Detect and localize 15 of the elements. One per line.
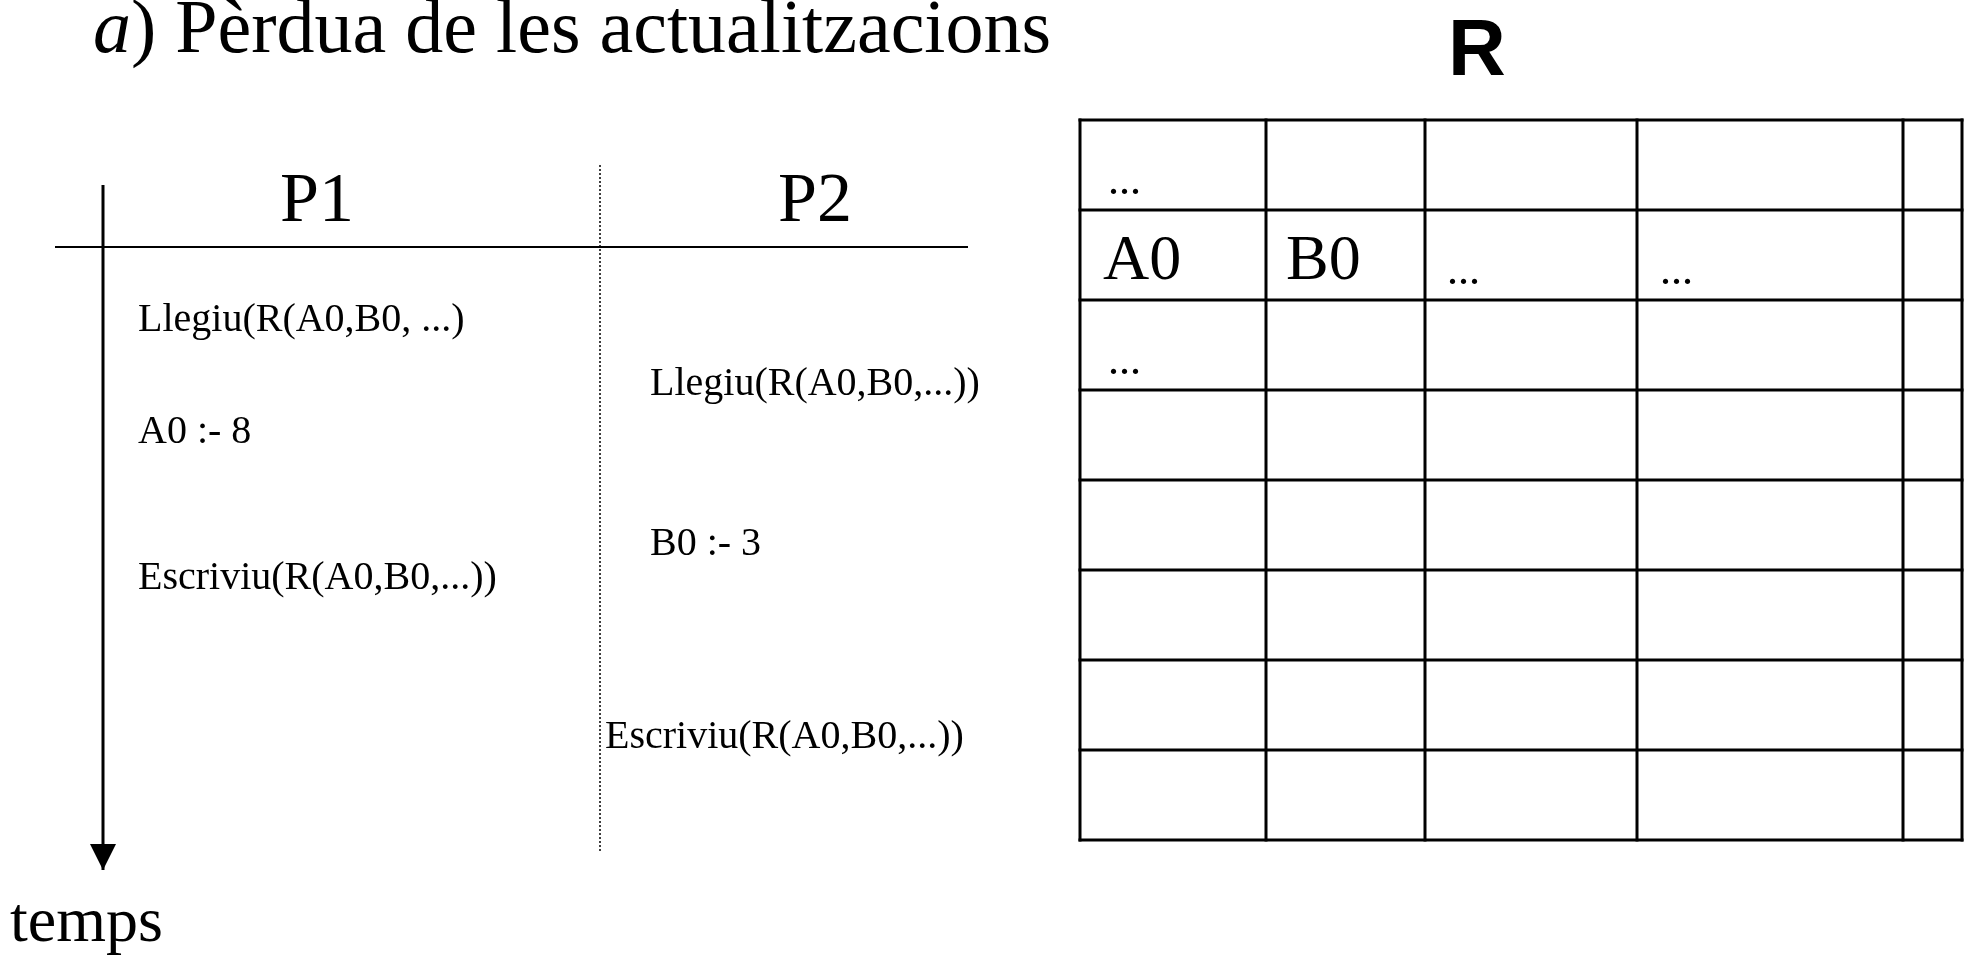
cell-text: ... <box>1660 248 1693 292</box>
cell-text: ... <box>1108 338 1141 382</box>
table-title: R <box>1448 8 1506 88</box>
column-heading: P1 <box>280 163 354 233</box>
operation-text: Escriviu(R(A0,B0,...)) <box>138 556 497 596</box>
operation-text: Llegiu(R(A0,B0,...)) <box>650 362 980 402</box>
operation-text: Escriviu(R(A0,B0,...)) <box>605 715 964 755</box>
cell-text: ... <box>1447 248 1480 292</box>
cell-text: ... <box>1108 158 1141 202</box>
cell-text: B0 <box>1286 226 1361 290</box>
cell-text: A0 <box>1103 226 1182 290</box>
operation-text: B0 :- 3 <box>650 522 762 562</box>
operation-text: A0 :- 8 <box>138 410 252 450</box>
operation-text: Llegiu(R(A0,B0, ...) <box>138 298 465 338</box>
column-heading: P2 <box>778 163 852 233</box>
